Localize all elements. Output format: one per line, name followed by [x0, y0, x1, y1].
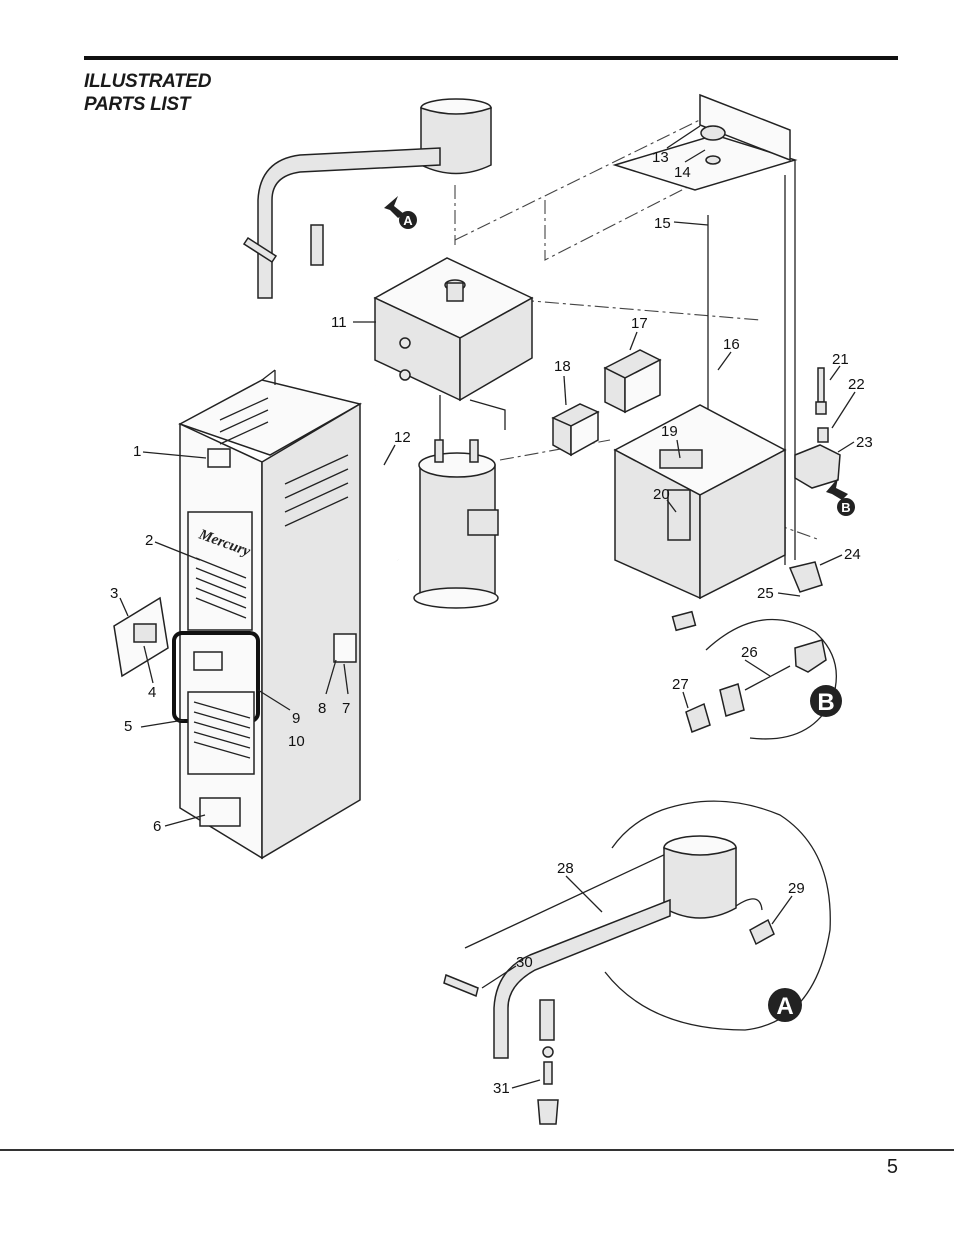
- callout-14: 14: [674, 164, 691, 181]
- detail-marker-a-label: A: [403, 213, 413, 228]
- callout-27: 27: [672, 676, 689, 693]
- cabinet: Mercury: [172, 369, 363, 860]
- page-title: ILLUSTRATED PARTS LIST: [84, 70, 212, 116]
- leader-lines: [119, 125, 856, 1089]
- title-line-1: ILLUSTRATED: [84, 71, 212, 92]
- callout-8: 8: [318, 700, 326, 717]
- boiler-cylinder: [413, 395, 506, 609]
- callout-29: 29: [788, 880, 805, 897]
- detail-b: B: [671, 610, 842, 740]
- detail-marker-a-small: A: [384, 196, 417, 229]
- callout-16: 16: [723, 336, 740, 353]
- callout-19: 19: [661, 423, 678, 440]
- callout-28: 28: [557, 860, 574, 877]
- tank-housing: [373, 257, 534, 402]
- detail-marker-b-small: B: [826, 478, 855, 516]
- callout-25: 25: [757, 585, 774, 602]
- callout-12: 12: [394, 429, 411, 446]
- callout-24: 24: [844, 546, 861, 563]
- callout-13: 13: [652, 149, 669, 166]
- cabinet-vents: [219, 397, 349, 527]
- callout-17: 17: [631, 315, 648, 332]
- callout-21: 21: [832, 351, 849, 368]
- callout-9: 9: [292, 710, 300, 727]
- callout-26: 26: [741, 644, 758, 661]
- callout-11: 11: [331, 314, 347, 331]
- callout-23: 23: [856, 434, 873, 451]
- callout-4: 4: [148, 684, 156, 701]
- bottom-rule: [0, 1149, 954, 1151]
- page-number: 5: [886, 1156, 898, 1178]
- title-line-2: PARTS LIST: [84, 94, 191, 115]
- frame-chassis: [612, 93, 798, 600]
- solenoid-valves: [788, 367, 841, 593]
- switch-plate: [113, 596, 169, 678]
- detail-a: A: [443, 800, 831, 1125]
- top-rule: [84, 56, 898, 60]
- instruction-panel: Mercury: [187, 511, 253, 631]
- spray-head-assembly: [242, 98, 492, 299]
- detail-b-label: B: [817, 689, 834, 716]
- callout-numbers: 1 2 3 4 5 6 7 8 9 10 11 12 13 14 15 16 1…: [110, 149, 873, 1097]
- callout-22: 22: [848, 376, 865, 393]
- callout-5: 5: [124, 718, 132, 735]
- callout-3: 3: [110, 585, 118, 602]
- callout-10: 10: [288, 733, 305, 750]
- terminal-block: [551, 403, 600, 457]
- contactor: [603, 349, 662, 414]
- callout-6: 6: [153, 818, 161, 835]
- detail-marker-b-label: B: [841, 500, 850, 515]
- callout-30: 30: [516, 954, 533, 971]
- callout-7: 7: [342, 700, 350, 717]
- callout-18: 18: [554, 358, 571, 375]
- callout-31: 31: [493, 1080, 510, 1097]
- detail-a-label: A: [776, 993, 793, 1020]
- callout-15: 15: [654, 215, 671, 232]
- callout-2: 2: [145, 532, 153, 549]
- callout-20: 20: [653, 486, 670, 503]
- callout-1: 1: [133, 443, 141, 460]
